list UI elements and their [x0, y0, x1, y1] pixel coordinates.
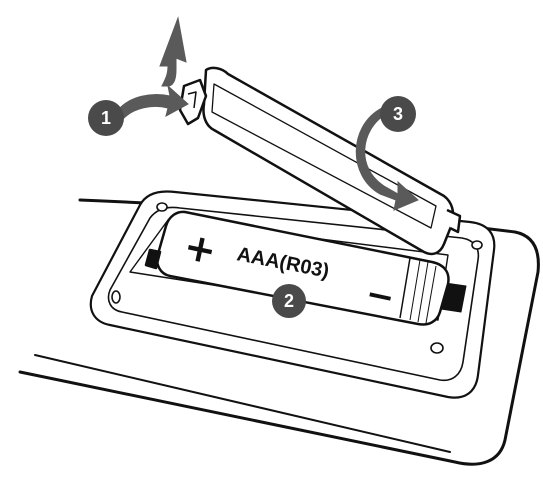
- step-1-badge: 1: [88, 100, 124, 136]
- battery-cover: [178, 66, 462, 256]
- step-2-number: 2: [284, 291, 294, 311]
- aaa-battery: + AAA(R03) −: [144, 210, 450, 326]
- step-3-number: 3: [393, 104, 403, 124]
- step-2-badge: 2: [272, 284, 306, 318]
- lift-up-arrow-icon: [159, 16, 187, 87]
- close-cover-arrow-icon: [355, 107, 419, 211]
- step-1-number: 1: [101, 108, 111, 128]
- step-3-badge: 3: [380, 96, 416, 132]
- press-latch-arrow-icon: [117, 84, 189, 119]
